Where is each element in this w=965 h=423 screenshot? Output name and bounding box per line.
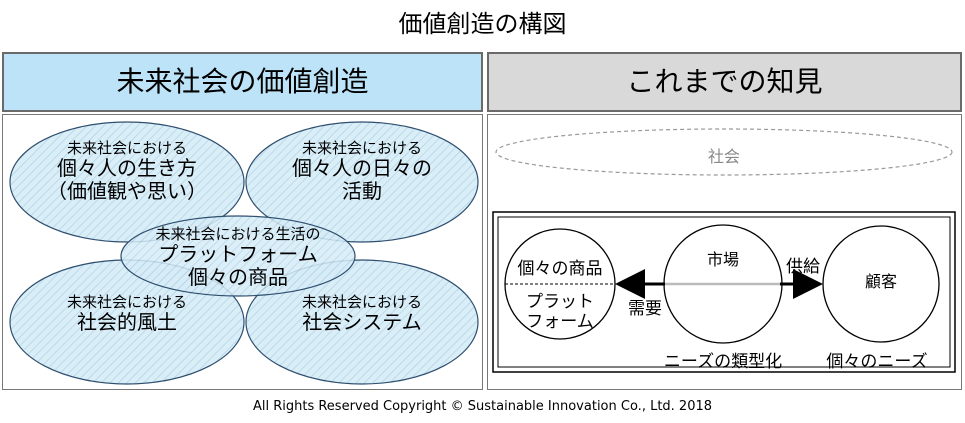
ellipse-platform	[120, 215, 356, 297]
product-label: 個々の商品	[517, 259, 603, 279]
ellipse-system-text: 未来社会における 社会システム	[262, 293, 462, 335]
ellipse-system	[245, 259, 479, 385]
ellipse-system-line1: 社会システム	[302, 310, 422, 335]
ellipse-culture-text: 未来社会における 社会的風土	[27, 293, 227, 335]
ellipse-culture-line1: 社会的風土	[77, 310, 177, 335]
demand-label: 需要	[628, 299, 662, 319]
copyright-footer: All Rights Reserved Copyright © Sustaina…	[252, 399, 713, 414]
customer-circle	[822, 225, 940, 343]
ellipse-lifestyle-line2: （価値観や思い）	[47, 179, 207, 204]
ellipse-activity	[245, 121, 479, 243]
ellipse-activity-line1: 個々人の日々の	[292, 156, 432, 181]
ellipse-activity-prefix: 未来社会における	[301, 139, 422, 157]
needs-individual-label: 個々のニーズ	[826, 352, 928, 372]
ellipse-platform-line2: 個々の商品	[188, 265, 288, 290]
market-frame-inner	[497, 216, 951, 368]
ellipse-platform-line1: プラットフォーム	[158, 242, 318, 267]
market-label: 市場	[706, 250, 739, 269]
ellipse-culture-prefix: 未来社会における	[66, 293, 187, 311]
supply-label: 供給	[786, 257, 820, 277]
platform-label: プラット フォーム	[526, 292, 594, 333]
ellipse-activity-line2: 活動	[342, 179, 382, 204]
ellipse-activity-text: 未来社会における 個々人の日々の 活動	[262, 139, 462, 204]
needs-type-label: ニーズの類型化	[663, 352, 783, 372]
ellipse-lifestyle-text: 未来社会における 個々人の生き方 （価値観や思い）	[27, 139, 227, 204]
ellipse-platform-text: 未来社会における生活の プラットフォーム 個々の商品	[128, 225, 348, 290]
ellipse-lifestyle-line1: 個々人の生き方	[57, 156, 197, 181]
page-title: 価値創造の構図	[398, 10, 567, 38]
left-panel-header: 未来社会の価値創造	[2, 52, 483, 112]
society-ellipse	[495, 128, 953, 176]
ellipse-platform-prefix: 未来社会における生活の	[155, 225, 321, 243]
right-panel-header: これまでの知見	[487, 52, 962, 112]
ellipse-lifestyle-prefix: 未来社会における	[66, 139, 187, 157]
society-label: 社会	[707, 147, 740, 166]
ellipse-system-prefix: 未来社会における	[301, 293, 422, 311]
market-frame-outer	[492, 211, 956, 373]
customer-label: 顧客	[864, 272, 897, 291]
ellipse-lifestyle	[9, 121, 245, 243]
